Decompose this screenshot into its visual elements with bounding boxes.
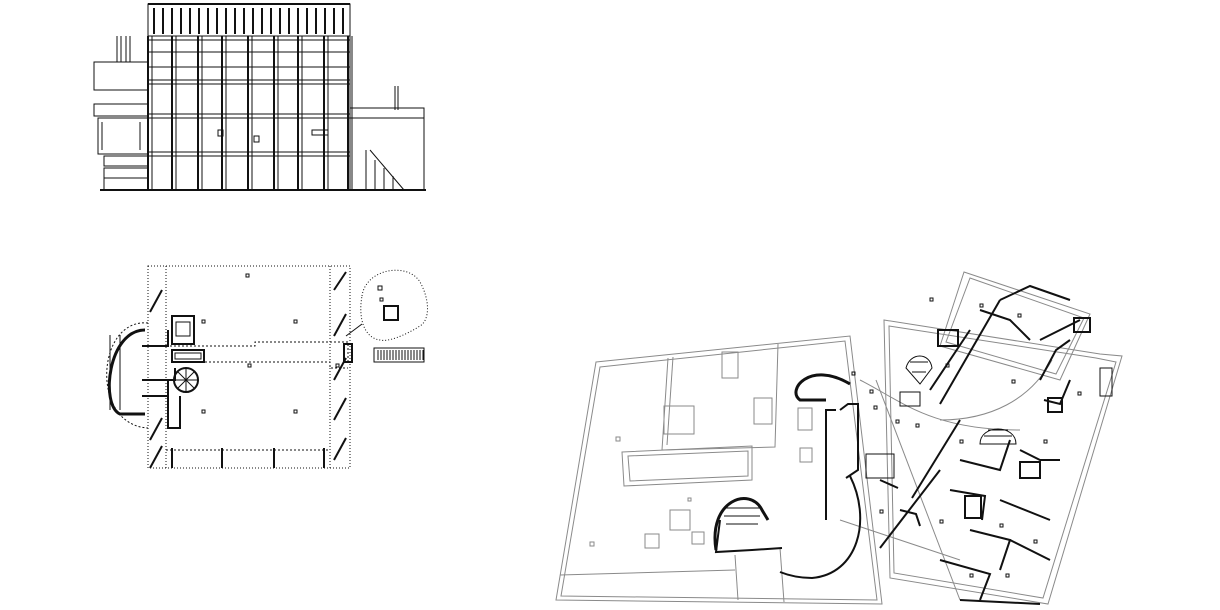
curved-walls — [713, 373, 862, 580]
column-marker — [939, 519, 944, 524]
column-marker — [851, 371, 856, 376]
column-marker — [945, 363, 950, 368]
spiral-stair — [173, 367, 199, 393]
column-marker — [873, 405, 878, 410]
column-marker — [245, 273, 250, 278]
column-marker — [879, 509, 884, 514]
column-marker — [293, 409, 298, 414]
left-annex — [93, 36, 149, 191]
column-marker — [1033, 539, 1038, 544]
column-marker — [969, 573, 974, 578]
upper-stairs — [905, 355, 1017, 445]
main-facade — [147, 35, 353, 191]
column-marker — [247, 363, 252, 368]
ground-plan-view — [106, 265, 428, 469]
column-marker — [1011, 379, 1016, 384]
elevation-view — [93, 3, 426, 191]
column-marker — [335, 363, 340, 368]
hatch-left — [149, 289, 163, 469]
roof-louvers — [147, 3, 351, 37]
column-marker — [895, 419, 900, 424]
column-marker — [379, 297, 384, 302]
partition-walls — [865, 284, 1113, 605]
column-marker — [979, 303, 984, 308]
column-marker — [929, 297, 934, 302]
column-marker — [1077, 391, 1082, 396]
column-marker — [999, 523, 1004, 528]
upper-plan-view — [555, 271, 1123, 605]
column-marker — [959, 439, 964, 444]
column-marker — [915, 423, 920, 428]
entrance-stair — [373, 347, 425, 363]
column-marker — [201, 319, 206, 324]
column-marker — [869, 389, 874, 394]
column-marker — [201, 409, 206, 414]
column-marker — [1043, 439, 1048, 444]
column-marker — [1017, 313, 1022, 318]
column-marker — [1005, 573, 1010, 578]
column-marker — [293, 319, 298, 324]
right-annex — [349, 86, 425, 191]
